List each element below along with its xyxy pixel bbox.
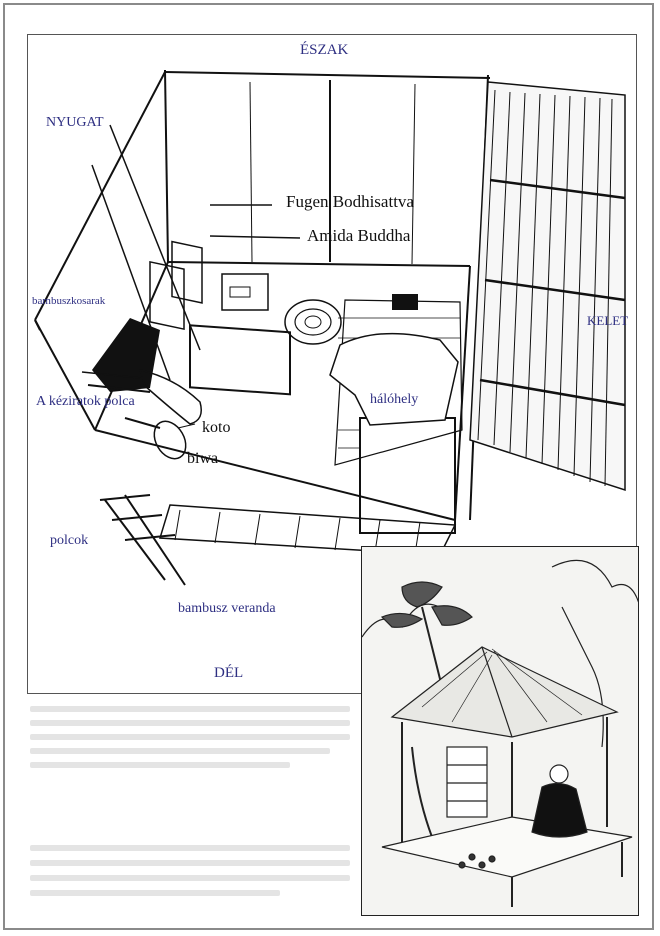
back-wall-bottom xyxy=(167,261,471,267)
label-shelves: polcok xyxy=(50,533,89,548)
back-post-left xyxy=(164,69,169,263)
book-shelves xyxy=(446,746,488,818)
instrument xyxy=(411,746,433,838)
manuscripts-shelf xyxy=(92,318,160,392)
round-rug xyxy=(284,299,342,345)
label-amida-buddha: Amida Buddha xyxy=(307,226,411,245)
front-floor-edge xyxy=(94,429,456,521)
label-north: ÉSZAK xyxy=(300,42,349,58)
diagram-frame xyxy=(27,34,637,694)
biwa xyxy=(153,420,187,460)
sleeping-mat xyxy=(334,299,463,466)
fugen-scroll xyxy=(171,240,203,304)
koto xyxy=(138,368,202,425)
page-border xyxy=(3,3,654,930)
amida-scroll xyxy=(149,260,185,331)
pavilion-roof xyxy=(390,646,619,738)
pavilion-floor xyxy=(381,816,633,878)
pine-tree xyxy=(401,581,443,608)
altar-box xyxy=(221,273,269,311)
label-sleeping-place: hálóhely xyxy=(370,392,419,407)
label-bamboo-veranda: bambusz veranda xyxy=(178,601,276,616)
label-manuscripts-shelf: A kéziratok polca xyxy=(36,394,135,409)
label-east: KELET xyxy=(587,313,629,328)
mountain-right xyxy=(551,559,638,603)
robe xyxy=(329,332,459,426)
hermit-illustration xyxy=(361,546,639,916)
flowers xyxy=(458,853,496,869)
label-west: NYUGAT xyxy=(46,115,104,130)
thatched-roof xyxy=(469,81,626,492)
label-south: DÉL xyxy=(214,665,244,681)
koto-leader xyxy=(177,423,196,429)
label-biwa: biwa xyxy=(187,450,219,467)
amida-leader xyxy=(209,235,301,239)
west-wall-top xyxy=(34,71,166,321)
back-wall-top xyxy=(164,71,491,79)
writing-screen xyxy=(189,324,291,396)
hermit-illustration-drawing xyxy=(362,559,638,907)
label-bamboo-baskets: bambuszkosarak xyxy=(32,295,106,307)
monk-robe xyxy=(531,782,588,838)
label-fugen-bodhisattva: Fugen Bodhisattva xyxy=(286,192,414,211)
monk-head xyxy=(549,764,569,784)
label-koto: koto xyxy=(202,419,231,436)
pillow xyxy=(392,294,418,310)
shelves-drawing xyxy=(99,494,186,586)
